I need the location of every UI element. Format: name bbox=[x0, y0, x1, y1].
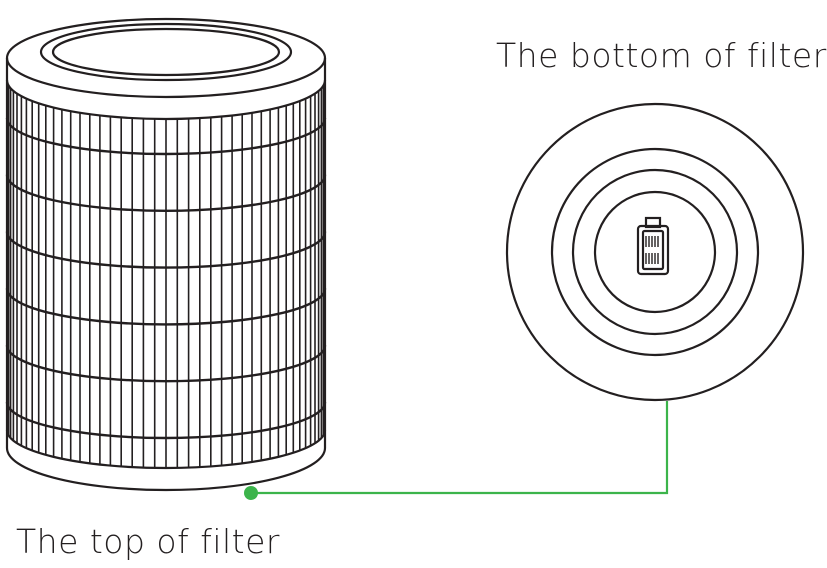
bottom-view-outer-ring bbox=[505, 102, 805, 402]
filter-top-opening-inner bbox=[51, 27, 281, 77]
filter-band bbox=[5, 401, 327, 440]
filter-band bbox=[5, 231, 327, 269]
filter-top-opening-outer bbox=[39, 22, 293, 82]
bottom-view-ring-4 bbox=[593, 190, 717, 314]
filter-band bbox=[5, 117, 327, 156]
filter-pleats bbox=[6, 82, 326, 468]
label-bottom-of-filter: The bottom of filter bbox=[496, 36, 827, 75]
filter-bottom-edge bbox=[5, 447, 327, 492]
chip-icon bbox=[636, 216, 670, 276]
connector-line bbox=[244, 401, 669, 500]
bottom-view-ring-3 bbox=[571, 168, 739, 336]
filter-top-rim-outer bbox=[5, 17, 327, 99]
filter-rim-lower-edge bbox=[5, 58, 327, 121]
label-top-of-filter: The top of filter bbox=[16, 522, 280, 561]
connector-dot bbox=[244, 486, 258, 500]
filter-band bbox=[5, 174, 327, 212]
bottom-view-ring-2 bbox=[550, 147, 760, 357]
filter-bottom-view bbox=[505, 102, 805, 402]
filter-band bbox=[5, 345, 327, 383]
filter-cylinder bbox=[5, 17, 327, 492]
filter-band bbox=[5, 288, 327, 326]
filter-bottom-rim bbox=[5, 429, 327, 470]
filter-bands bbox=[5, 117, 327, 440]
